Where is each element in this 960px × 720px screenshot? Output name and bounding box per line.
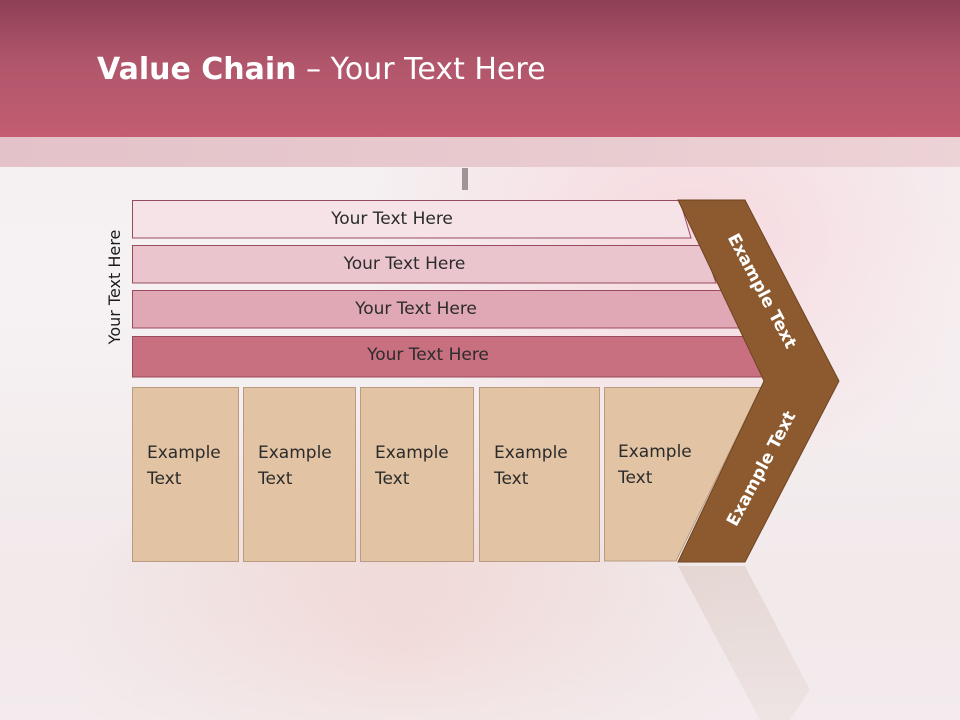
cell-3-line2: Text [375,469,410,489]
cell-4-line1: Example [494,443,568,463]
cell-4-line2: Text [494,469,529,489]
cell-1-line1: Example [147,443,221,463]
support-row-3: Your Text Here [132,290,740,329]
cell-2-line1: Example [258,443,332,463]
primary-cell-3: Example Text [360,387,474,562]
title-bold: Value Chain [97,52,297,87]
header-bar [0,0,960,137]
primary-cell-2: Example Text [243,387,356,562]
primary-cell-1: Example Text [132,387,239,562]
support-row-3-label: Your Text Here [355,299,477,319]
header-band [0,137,960,167]
cell-5-line1: Example [618,442,692,462]
cell-5-line2: Text [618,468,653,488]
support-row-1: Your Text Here [132,200,692,239]
support-row-2-shape [132,245,717,284]
page-title: Value Chain – Your Text Here [97,52,546,96]
support-row-1-label: Your Text Here [331,209,453,229]
cell-1-line2: Text [147,469,182,489]
cell-3-line1: Example [375,443,449,463]
title-rest: – Your Text Here [296,52,546,87]
support-row-2: Your Text Here [132,245,717,284]
support-row-4-label: Your Text Here [367,345,489,365]
support-row-1-shape [132,200,692,239]
support-row-2-label: Your Text Here [343,254,466,274]
bottom-fade [0,560,960,720]
cell-2-line2: Text [258,469,293,489]
primary-cell-4: Example Text [479,387,600,562]
